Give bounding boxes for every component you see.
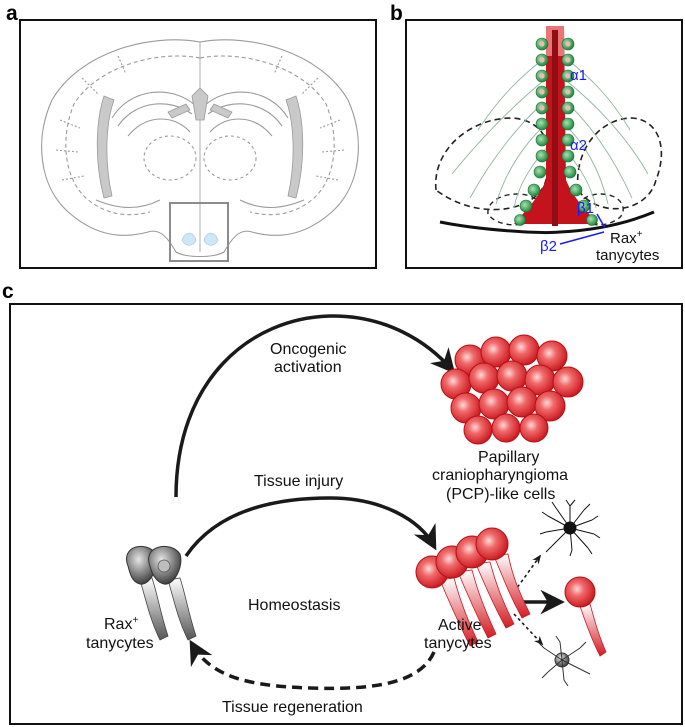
rax-label-line2: tanycytes [86, 635, 154, 652]
pcp-cell-cluster [440, 334, 584, 445]
brain-gray-structures [96, 87, 304, 199]
rax-label-line1: Rax+ [104, 615, 138, 633]
pcp-label-line2: craniopharyngioma [432, 467, 568, 484]
active-tanycytes-red [415, 527, 531, 647]
glia-up-arrow [513, 554, 542, 593]
active-label-line2: tanycytes [424, 635, 492, 652]
pcp-label-line3: (PCP)-like cells [446, 486, 555, 503]
pcp-label-line1: Papillary [478, 449, 539, 466]
subtype-beta2-label: β2 [540, 238, 557, 255]
panel-c-label: c [2, 280, 14, 303]
hypothalamus-diagram [435, 26, 663, 245]
panel-a-label: a [6, 2, 18, 25]
glia-down-arrow [513, 613, 544, 646]
astrocyte-icon [539, 499, 601, 557]
single-red-tanycyte [564, 576, 607, 657]
regeneration-arrow [189, 639, 436, 691]
homeostasis-label: Homeostasis [248, 597, 340, 614]
injury-label: Tissue injury [254, 473, 343, 490]
subtype-alpha1-label: α1 [570, 67, 587, 84]
microglia-icon [537, 635, 591, 687]
regeneration-label: Tissue regeneration [222, 699, 363, 716]
subtype-beta1-label: β1 [577, 200, 594, 217]
third-ventricle-highlight [181, 232, 219, 246]
subtype-alpha2-label: α2 [570, 137, 587, 154]
oncogenic-label-line1: Oncogenic [270, 341, 347, 358]
brain-inset-box [169, 202, 229, 262]
injury-arrow [184, 496, 437, 557]
active-label-line1: Active [438, 617, 482, 634]
panel-b-cell-label-line2: tanycytes [596, 247, 659, 264]
panel-b-cell-label: Rax+ [610, 229, 643, 247]
oncogenic-arrow [174, 314, 456, 498]
panel-b-label: b [390, 2, 403, 25]
panel-a-frame [19, 19, 377, 269]
oncogenic-label-line2: activation [274, 359, 342, 376]
rax-tanycytes-gray [126, 545, 197, 641]
